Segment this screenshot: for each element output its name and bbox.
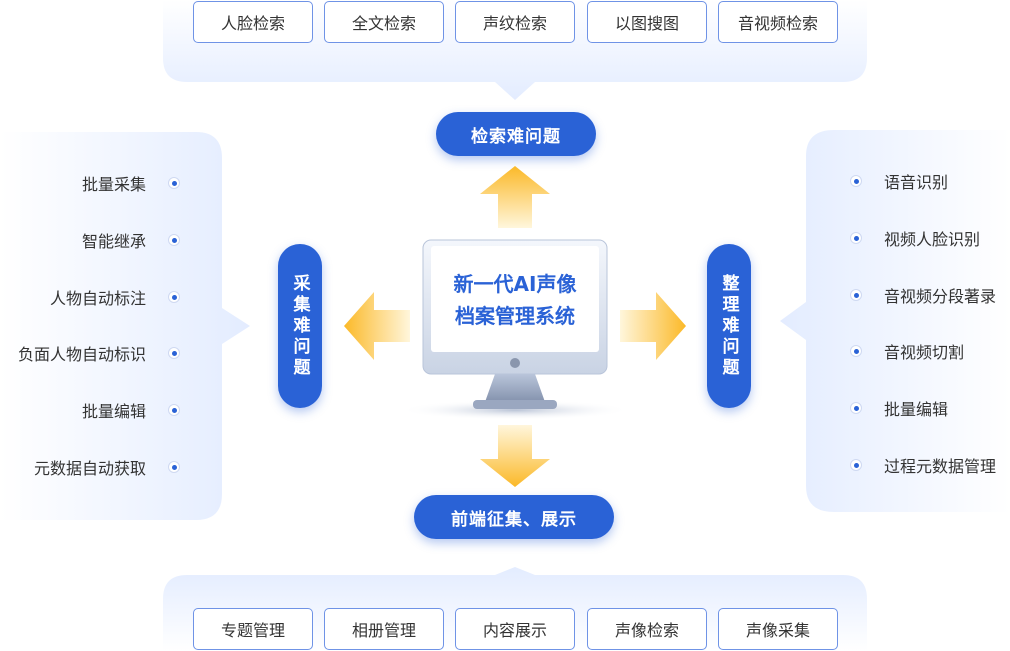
left-item: 负面人物自动标识 — [0, 343, 180, 364]
monitor-icon — [400, 239, 630, 420]
bullet-icon — [850, 345, 862, 357]
chip-voiceprint-search[interactable]: 声纹检索 — [455, 1, 575, 43]
right-item-label: 过程元数据管理 — [884, 457, 997, 476]
right-item: 音视频分段著录 — [850, 285, 997, 306]
right-item-label: 音视频分段著录 — [884, 287, 997, 306]
chip-image-search[interactable]: 以图搜图 — [587, 1, 707, 43]
chip-content-display[interactable]: 内容展示 — [455, 608, 575, 650]
acquisition-problem-text: 采集难问题 — [289, 273, 310, 379]
arrow-down-icon — [480, 425, 550, 487]
bullet-icon — [850, 402, 862, 414]
bullet-icon — [168, 291, 180, 303]
organization-problem-text: 整理难问题 — [718, 273, 739, 379]
right-item-label: 音视频切割 — [884, 343, 965, 362]
right-item: 批量编辑 — [850, 398, 949, 419]
acquisition-problem-label: 采集难问题 — [278, 244, 322, 408]
left-item-label: 负面人物自动标识 — [17, 345, 146, 364]
left-item: 元数据自动获取 — [0, 457, 180, 478]
right-item-label: 批量编辑 — [884, 400, 949, 419]
chip-topic-management[interactable]: 专题管理 — [193, 608, 313, 650]
bullet-icon — [850, 289, 862, 301]
bullet-icon — [850, 175, 862, 187]
left-item-label: 人物自动标注 — [49, 289, 146, 308]
bullet-icon — [168, 234, 180, 246]
system-title-line2: 档案管理系统 — [455, 304, 575, 328]
bullet-icon — [168, 177, 180, 189]
bullet-icon — [168, 461, 180, 473]
left-item-label: 智能继承 — [81, 232, 146, 251]
chip-album-management[interactable]: 相册管理 — [324, 608, 444, 650]
right-item-label: 语音识别 — [884, 173, 949, 192]
arrow-left-icon — [344, 292, 410, 360]
right-item: 过程元数据管理 — [850, 455, 997, 476]
left-item-label: 元数据自动获取 — [33, 459, 146, 478]
organization-panel — [780, 130, 1010, 512]
right-item: 视频人脸识别 — [850, 228, 981, 249]
left-item: 人物自动标注 — [0, 287, 180, 308]
organization-problem-label: 整理难问题 — [707, 244, 751, 408]
chip-av-search[interactable]: 音视频检索 — [718, 1, 838, 43]
right-item-label: 视频人脸识别 — [884, 230, 981, 249]
right-item: 音视频切割 — [850, 341, 965, 362]
bullet-icon — [168, 404, 180, 416]
arrow-up-icon — [480, 166, 550, 228]
frontend-problem-label: 前端征集、展示 — [414, 495, 614, 539]
left-item: 批量采集 — [0, 173, 180, 194]
acquisition-panel — [0, 132, 250, 520]
retrieval-problem-label: 检索难问题 — [436, 112, 596, 156]
bullet-icon — [168, 347, 180, 359]
left-item: 智能继承 — [0, 230, 180, 251]
chip-av-archive-search[interactable]: 声像检索 — [587, 608, 707, 650]
bullet-icon — [850, 232, 862, 244]
chip-face-search[interactable]: 人脸检索 — [193, 1, 313, 43]
system-title-line1: 新一代AI声像 — [453, 272, 577, 296]
left-item: 批量编辑 — [0, 400, 180, 421]
left-item-label: 批量编辑 — [81, 402, 146, 421]
arrow-right-icon — [620, 292, 686, 360]
left-item-label: 批量采集 — [81, 175, 146, 194]
bullet-icon — [850, 459, 862, 471]
chip-fulltext-search[interactable]: 全文检索 — [324, 1, 444, 43]
right-item: 语音识别 — [850, 171, 949, 192]
chip-av-archive-collection[interactable]: 声像采集 — [718, 608, 838, 650]
